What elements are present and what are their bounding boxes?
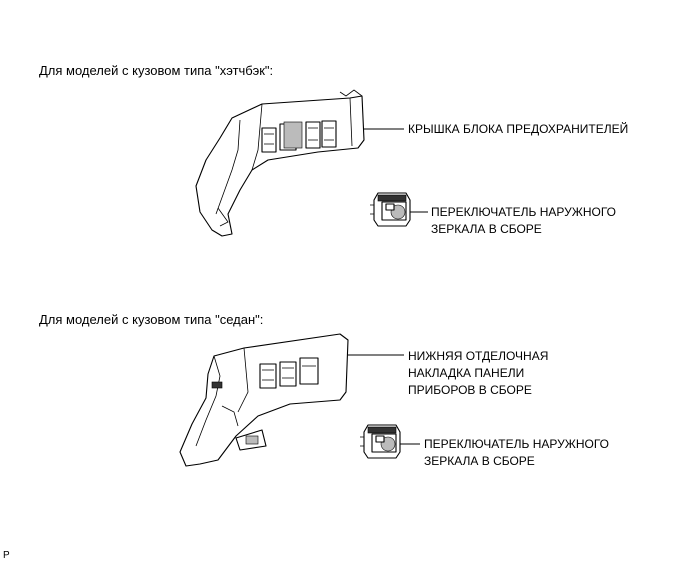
lower-panel-drawing [179, 333, 349, 467]
sedan-mirror-switch-label: ПЕРЕКЛЮЧАТЕЛЬ НАРУЖНОГО ЗЕРКАЛА В СБОРЕ [424, 437, 609, 468]
fuse-block-cover-drawing [195, 89, 365, 237]
fuse-cover-label: КРЫШКА БЛОКА ПРЕДОХРАНИТЕЛЕЙ [408, 122, 629, 136]
hatchback-mirror-switch-drawing [370, 192, 411, 227]
figure-code: P [3, 550, 10, 561]
hatchback-heading: Для моделей с кузовом типа "хэтчбэк": [39, 63, 274, 78]
sedan-heading: Для моделей с кузовом типа "седан": [39, 312, 264, 327]
sedan-mirror-switch-drawing [360, 424, 401, 459]
lower-panel-label: НИЖНЯЯ ОТДЕЛОЧНАЯ НАКЛАДКА ПАНЕЛИ ПРИБОР… [408, 349, 549, 397]
hatchback-mirror-switch-label: ПЕРЕКЛЮЧАТЕЛЬ НАРУЖНОГО ЗЕРКАЛА В СБОРЕ [431, 205, 616, 236]
